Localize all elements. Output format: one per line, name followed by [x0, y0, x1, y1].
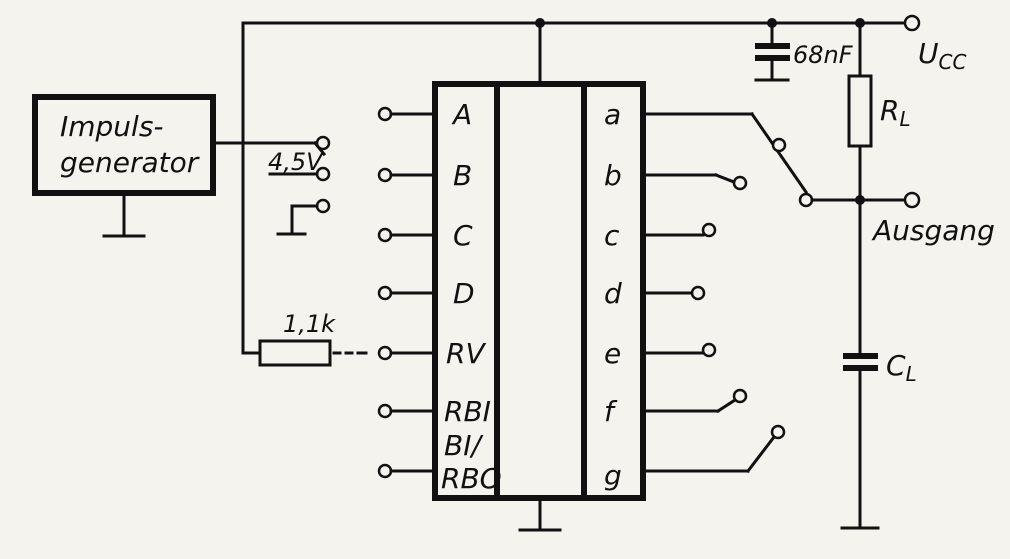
input-pins: A B C D RV RBI BI/ RBO	[377, 98, 502, 495]
output-pins: a b c d e f g	[604, 98, 814, 492]
decoder-ic	[432, 21, 646, 532]
pin-label-RBO: RBO	[441, 462, 502, 495]
supply-terminal	[903, 14, 921, 32]
output-terminal	[903, 191, 921, 209]
pin-label-a: a	[604, 98, 621, 131]
pin-label-b: b	[604, 159, 622, 192]
series-resistor-label: 1,1k	[283, 310, 336, 338]
supply-label: UCC	[918, 37, 966, 74]
load-network: RL Ausgang CL	[810, 21, 995, 530]
pin-label-RV: RV	[446, 337, 486, 370]
pin-label-d: d	[604, 277, 622, 310]
pin-label-f: f	[604, 395, 618, 428]
pin-label-C: C	[453, 219, 473, 252]
pin-label-RBI: RBI	[444, 395, 491, 428]
pin-label-BI: BI/	[444, 429, 483, 462]
pin-label-D: D	[453, 277, 475, 310]
pin-label-A: A	[451, 98, 472, 131]
switch-terminal-bottom	[315, 198, 331, 214]
pin-label-c: c	[604, 219, 620, 252]
decoupling-capacitor-label: 68nF	[793, 41, 854, 69]
load-capacitor-label: CL	[886, 349, 917, 386]
load-resistor	[847, 74, 873, 148]
generator-label-line1: Impuls-	[60, 110, 164, 143]
decoupling-capacitor: 68nF	[754, 21, 854, 82]
generator-switch: 4,5V	[268, 135, 331, 236]
pin-label-e: e	[604, 337, 621, 370]
generator-label-line2: generator	[60, 146, 200, 179]
pin-label-g: g	[604, 459, 622, 492]
switch-terminal-top	[315, 135, 331, 151]
voltage-label: 4,5V	[268, 148, 324, 176]
pin-label-B: B	[453, 159, 472, 192]
series-resistor: 1,1k	[258, 310, 368, 367]
pulse-generator: Impuls- generator	[32, 94, 317, 238]
output-label: Ausgang	[871, 214, 995, 247]
load-resistor-label: RL	[880, 94, 911, 131]
